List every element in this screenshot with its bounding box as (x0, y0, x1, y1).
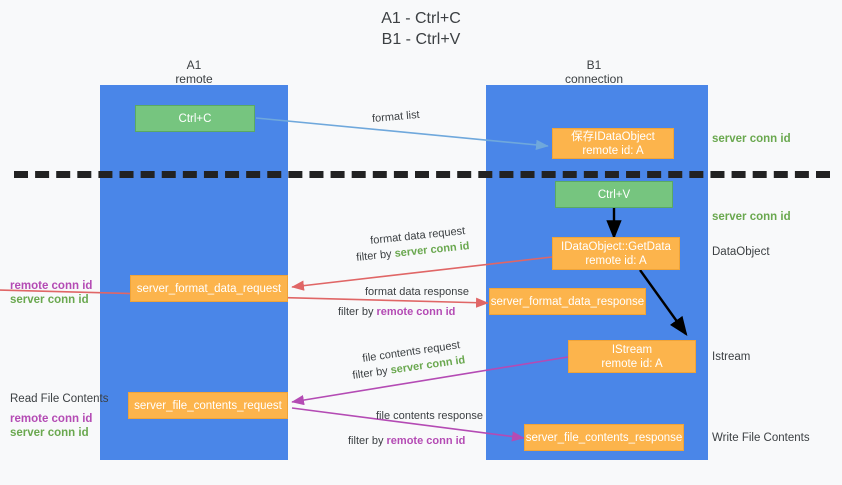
node-server-format-data-response[interactable]: server_format_data_response (489, 288, 646, 315)
edge-label-format-list: format list (371, 108, 421, 126)
file-resp-filter-pre: filter by (348, 435, 384, 447)
right-label-server-conn-id-2: server conn id (712, 211, 791, 223)
left-label-server-conn-id-2: server conn id (10, 427, 89, 439)
edge-label-format-data-response: format data response (365, 286, 469, 298)
lane-a1-sub: remote (175, 72, 213, 86)
lane-header-b1: B1 connection (494, 58, 694, 86)
node-ctrl-c-label: Ctrl+C (178, 112, 212, 125)
right-label-dataobject: DataObject (712, 246, 770, 258)
node-ctrl-v-label: Ctrl+V (597, 188, 631, 201)
file-resp-filter-key: remote conn id (386, 435, 466, 447)
node-server-file-contents-request-label: server_file_contents_request (134, 399, 282, 412)
node-server-format-data-request[interactable]: server_format_data_request (130, 275, 288, 302)
node-ctrl-v[interactable]: Ctrl+V (555, 181, 673, 208)
lane-b1-sub: connection (564, 72, 624, 86)
left-label-remote-conn-id-2: remote conn id (10, 413, 93, 425)
node-istream-title: IStream (611, 343, 653, 356)
fmt-req-filter-pre: filter by (355, 248, 393, 264)
right-label-write-file-contents: Write File Contents (712, 432, 810, 444)
node-save-idataobject-sub: remote id: A (582, 144, 644, 157)
node-server-file-contents-response-label: server_file_contents_response (525, 431, 683, 444)
node-server-format-data-request-label: server_format_data_request (136, 282, 282, 295)
left-label-server-conn-id-1: server conn id (10, 294, 89, 306)
node-getdata-title: IDataObject::GetData (561, 240, 671, 253)
page-title: A1 - Ctrl+C B1 - Ctrl+V (0, 8, 842, 50)
right-label-istream: Istream (712, 351, 751, 363)
left-label-read-file-contents: Read File Contents (10, 393, 109, 405)
fmt-resp-filter-pre: filter by (338, 306, 374, 318)
title-line-2: B1 - Ctrl+V (381, 31, 461, 48)
node-save-idataobject[interactable]: 保存IDataObject remote id: A (552, 128, 674, 159)
lane-header-a1: A1 remote (94, 58, 294, 86)
title-line-1: A1 - Ctrl+C (381, 10, 461, 27)
node-server-file-contents-response[interactable]: server_file_contents_response (524, 424, 684, 451)
node-idataobject-getdata[interactable]: IDataObject::GetData remote id: A (552, 237, 680, 270)
file-req-filter-pre: filter by (351, 365, 389, 382)
left-label-remote-conn-id-1: remote conn id (10, 280, 93, 292)
lane-b1-name: B1 (586, 58, 602, 72)
node-istream[interactable]: IStream remote id: A (568, 340, 696, 373)
edge-label-file-contents-response: file contents response (376, 410, 484, 422)
edge-label-file-contents-response-filter: filter by remote conn id (348, 434, 465, 448)
node-server-file-contents-request[interactable]: server_file_contents_request (128, 392, 288, 419)
lane-a1-name: A1 (186, 58, 202, 72)
node-save-idataobject-title: 保存IDataObject (571, 130, 655, 143)
right-label-server-conn-id-1: server conn id (712, 133, 791, 145)
node-ctrl-c[interactable]: Ctrl+C (135, 105, 255, 132)
fmt-resp-filter-key: remote conn id (376, 306, 456, 318)
dashed-divider (14, 171, 830, 178)
node-istream-sub: remote id: A (601, 357, 663, 370)
node-getdata-sub: remote id: A (585, 254, 647, 267)
edge-label-format-data-response-filter: filter by remote conn id (338, 305, 455, 319)
node-server-format-data-response-label: server_format_data_response (490, 295, 645, 308)
